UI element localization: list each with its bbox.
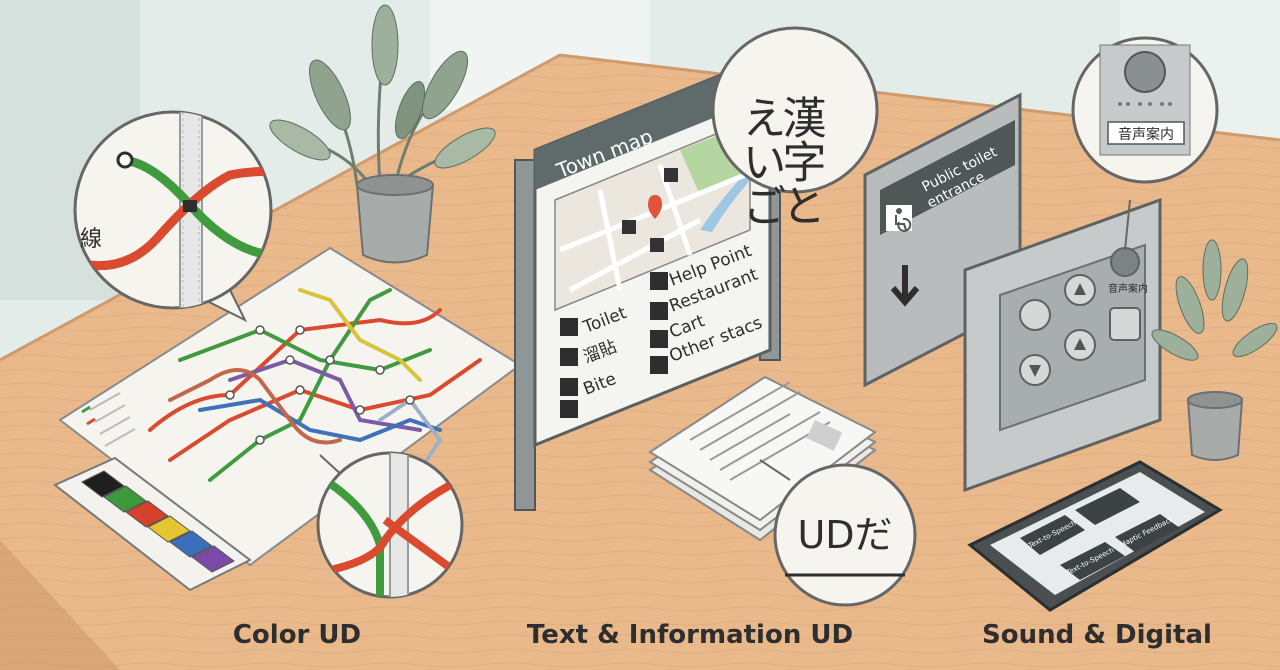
subway-zoom-bubble: 線: [73, 110, 273, 323]
phone-tile[interactable]: [1020, 515, 1085, 555]
section-labels: Color UD Text & Information UD Sound & D…: [233, 620, 1212, 650]
subway-map-sheet: [58, 246, 522, 567]
swatch-group: [81, 470, 235, 573]
crossing-zoom-bubble: [316, 451, 464, 599]
bubble-kanji-line: 漢字と: [775, 95, 826, 227]
color-swatch: [125, 500, 169, 528]
arrow-down-icon: [890, 265, 920, 307]
panel-bubble-label: 音声案内: [1118, 126, 1174, 143]
phone-tile[interactable]: [1075, 488, 1140, 525]
subway-zoom-label: 線: [80, 227, 102, 252]
color-swatch: [191, 545, 235, 573]
arrow-down-icon: [1029, 365, 1041, 377]
section-label-text: Text & Information UD: [527, 620, 853, 650]
kanji-zoom-bubble: 漢字と えいご: [711, 26, 879, 227]
ud-bubble-text: UDだ: [797, 513, 892, 557]
arrow-up-icon: [1074, 338, 1086, 350]
color-swatch: [81, 470, 125, 498]
document-stack: [648, 375, 877, 542]
section-label-color: Color UD: [233, 620, 361, 650]
section-label-sound: Sound & Digital: [982, 620, 1212, 650]
panel-zoom-bubble: 音声案内: [1071, 36, 1219, 251]
bubble-kana-line: えいご: [735, 95, 786, 227]
color-swatch: [169, 530, 213, 558]
button-panel-label: 音声案内: [1108, 282, 1148, 295]
potted-plant-right: [1151, 239, 1278, 461]
phone-tile[interactable]: [1115, 514, 1180, 552]
color-swatch: [147, 515, 191, 543]
tactile-button-panel: 音声案内: [963, 197, 1162, 493]
ud-zoom-bubble: UDだ: [759, 459, 917, 607]
arrow-up-icon: [1074, 283, 1086, 295]
color-swatch: [103, 485, 147, 513]
smartphone: Text-to-Speech Text-to-Speech Haptic Fee…: [967, 460, 1223, 612]
phone-tile[interactable]: [1060, 542, 1125, 580]
potted-plant-left: [269, 4, 496, 264]
color-swatch-palette: [53, 456, 252, 592]
